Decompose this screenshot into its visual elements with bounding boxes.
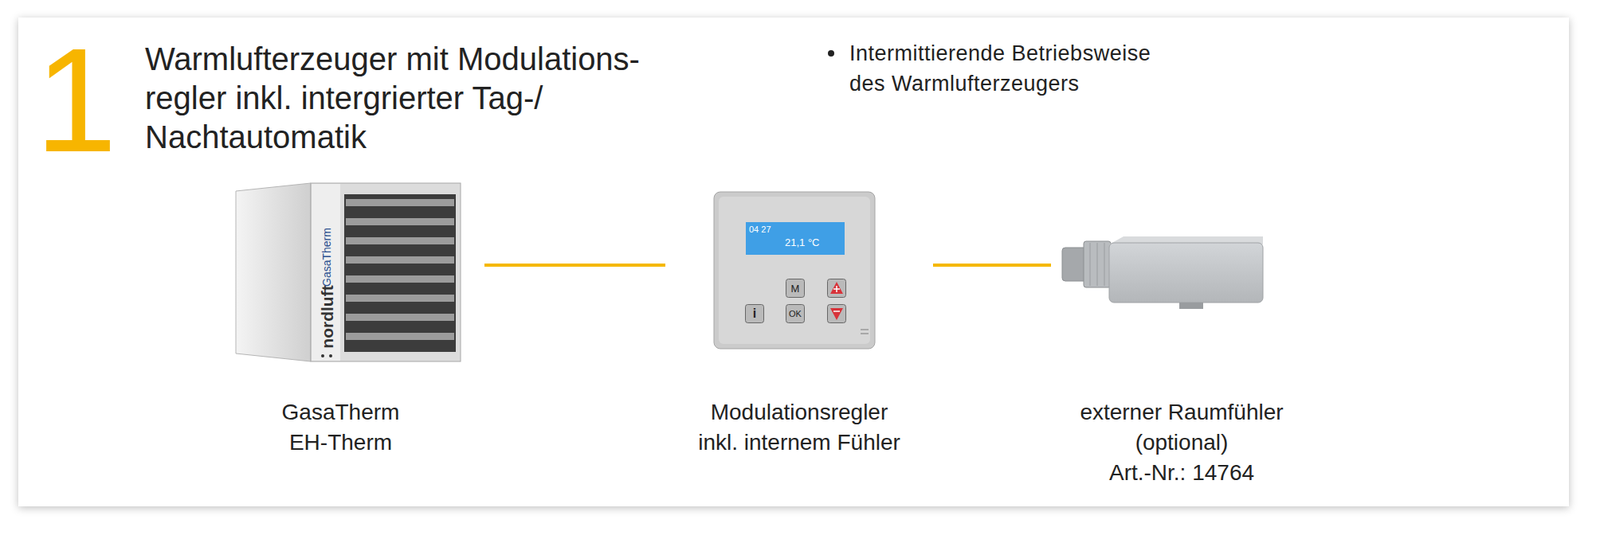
heater-picture-part [344,194,456,353]
heater-picture-part [345,218,455,226]
heater-picture-part [345,333,455,341]
connector-line [933,263,1051,267]
bullet-dot [827,50,835,57]
product-caption: Art.-Nr.: 14764 [1066,458,1298,489]
controller-picture-part [786,279,805,299]
heater-picture-part [345,313,455,322]
product-caption: externer Raumfühler (optional) [1066,397,1298,459]
sensor-picture-part [1179,302,1204,310]
heater-picture-part [345,275,455,283]
heater-picture-part [311,184,341,361]
controller-picture-part [718,196,871,345]
heater-picture-part [321,354,325,358]
sensor-picture-part [1090,243,1105,287]
controller-picture-part [860,329,869,334]
heater-picture-part [310,183,461,362]
sensor-picture-part [1083,241,1111,288]
sensor-picture [1062,236,1263,310]
controller-picture-part [830,308,844,321]
display-time: 04 27 [749,224,772,235]
step-number: 1 [35,27,118,175]
controller-picture [713,192,875,350]
brand-label: GasaTherm [321,227,333,287]
heater-picture-part [345,199,455,207]
controller-picture-part [830,282,844,295]
bullet-note: Intermittierende Betriebsweise des Warml… [849,38,1177,99]
controller-picture-part [827,279,847,299]
product-node: GasaTherm EH-Therm [196,181,485,459]
controller-picture-part [786,305,805,324]
controller-picture-part [833,310,840,313]
heater-picture-part [345,294,455,302]
display-value: 21,1 °C [784,237,820,249]
sensor-picture-part [1109,243,1263,303]
heater-picture [235,183,461,362]
heater-picture-part [345,256,455,264]
product-node: Modulationsregler inkl. internem Fühler [665,181,934,459]
controller-picture-part [745,222,845,255]
heater-picture-part [329,354,333,358]
button-label: i [752,307,757,321]
heater-picture-part [345,237,455,245]
product-caption: GasaTherm EH-Therm [273,397,409,459]
controller-picture-part [833,286,840,293]
controller-picture-part [745,305,765,324]
product-node: externer Raumfühler (optional)Art.-Nr.: … [1050,181,1313,489]
logo-label: nordluft [318,285,336,349]
button-label: M [791,283,800,295]
controller-picture-part [827,305,847,324]
controller-picture-part [713,192,875,350]
button-label: OK [788,309,802,319]
connector-line [484,263,666,267]
diagram-title: Warmlufterzeuger mit Modulations- regler… [145,39,695,157]
heater-picture-part [235,183,311,362]
product-caption: Modulationsregler inkl. internem Fühler [693,397,906,459]
